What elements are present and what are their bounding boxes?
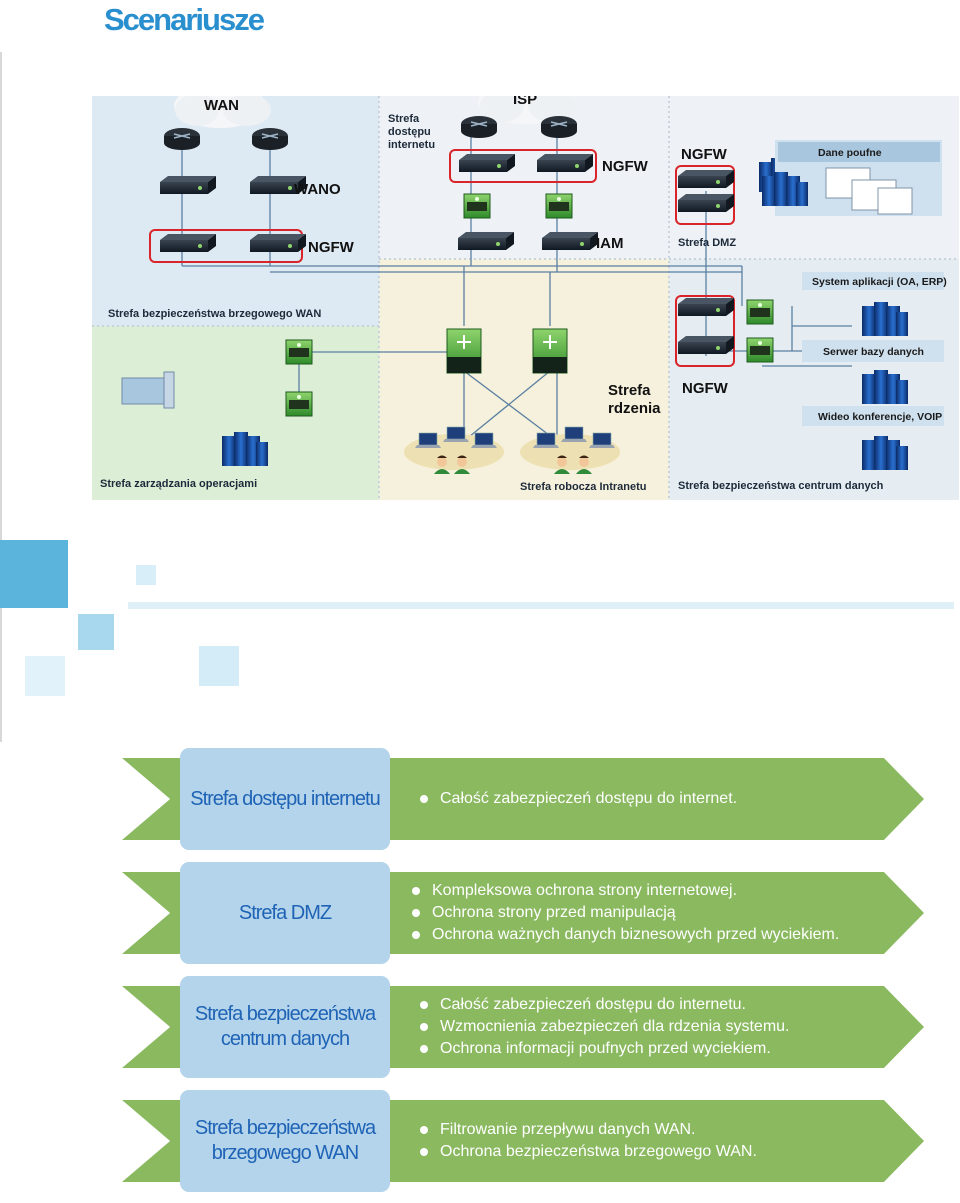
deco-square [25,656,65,696]
cloud-isp-label: ISP [513,96,537,108]
zone-dmz-label: Strefa DMZ [678,237,736,249]
row-bullets: Całość zabezpieczeń dostępu do internet. [418,758,898,840]
bullet-item: Filtrowanie przepływu danych WAN. [418,1119,898,1141]
wano-device-icon [160,176,216,194]
confidential-data-label: Dane poufne [818,147,882,159]
ngfw-wan-label: NGFW [308,239,355,256]
bullet-item: Ochrona bezpieczeństwa brzegowego WAN. [418,1141,898,1163]
zone-row-dmz: Strefa DMZ Kompleksowa ochrona strony in… [122,862,924,964]
zone-wan-edge-label: Strefa bezpieczeństwa brzegowego WAN [108,308,321,320]
iam-device-icon [542,232,598,250]
deco-square [199,646,239,686]
row-bullets: Filtrowanie przepływu danych WAN. Ochron… [418,1100,898,1182]
zone-intranet-label: Strefa robocza Intranetu [520,481,647,493]
firewall-icon [160,234,216,252]
zone-operations [92,326,379,500]
laptop-icon [532,432,560,449]
core-switch-icon [446,328,482,374]
zone-row-datacenter: Strefa bezpieczeństwa centrum danych Cał… [122,976,924,1078]
core-switch-icon [532,328,568,374]
page-title: Scenariusze [104,2,265,37]
iam-device-icon [458,232,514,250]
router-icon [460,115,498,139]
zone-datacenter-label: Strefa bezpieczeństwa centrum danych [678,480,884,492]
deco-square [136,565,156,585]
document-icon [877,187,913,215]
video-conf-label: Wideo konferencje, VOIP [818,411,942,423]
laptop-icon [470,432,498,449]
ngfw-datacenter-label: NGFW [682,380,729,397]
row-label: Strefa bezpieczeństwa centrum danych [180,976,390,1078]
router-icon [163,127,201,151]
firewall-icon [678,170,734,188]
switch-icon [285,339,313,365]
laptop-icon [560,426,588,443]
laptop-icon [414,432,442,449]
ngfw-highlight [449,149,597,183]
bullet-item: Wzmocnienia zabezpieczeń dla rdzenia sys… [418,1016,898,1038]
zone-row-wan-edge: Strefa bezpieczeństwa brzegowego WAN Fil… [122,1090,924,1192]
firewall-icon [678,298,734,316]
zone-core-label: Strefa rdzenia [608,382,661,417]
row-label: Strefa dostępu internetu [180,748,390,850]
tower-icon [163,371,175,409]
zone-operations-label: Strefa zarządzania operacjami [100,478,257,490]
bullet-item: Kompleksowa ochrona strony internetowej. [410,880,890,902]
network-diagram: WAN ISP WANO NGFW Strefa bezpieczeństwa … [92,96,959,500]
ngfw-internet-label: NGFW [602,158,649,175]
bullet-item: Ochrona ważnych danych biznesowych przed… [410,924,890,946]
wano-label: WANO [294,181,341,198]
bullet-item: Ochrona strony przed manipulacją [410,902,890,924]
row-label: Strefa bezpieczeństwa brzegowego WAN [180,1090,390,1192]
monitor-icon [121,377,167,405]
firewall-icon [537,154,593,172]
zone-wan-edge [92,96,379,326]
deco-square [78,614,114,650]
firewall-icon [459,154,515,172]
iam-label: IAM [596,235,624,252]
cloud-wan-label: WAN [204,97,239,114]
firewall-icon [250,234,306,252]
ngfw-dmz-label: NGFW [681,146,728,163]
row-bullets: Kompleksowa ochrona strony internetowej.… [410,872,890,954]
firewall-icon [678,336,734,354]
zone-row-internet-access: Strefa dostępu internetu Całość zabezpie… [122,748,924,850]
row-bullets: Całość zabezpieczeń dostępu do internetu… [418,986,898,1068]
switch-icon [545,193,573,219]
bullet-item: Całość zabezpieczeń dostępu do internetu… [418,994,898,1016]
switch-icon [285,391,313,417]
switch-icon [746,299,774,325]
bullet-item: Ochrona informacji poufnych przed wyciek… [418,1038,898,1060]
bullet-item: Całość zabezpieczeń dostępu do internet. [418,788,898,810]
switch-icon [746,337,774,363]
switch-icon [463,193,491,219]
db-server-label: Serwer bazy danych [823,346,924,358]
router-icon [251,127,289,151]
deco-square [0,540,68,608]
laptop-icon [588,432,616,449]
cloud-isp: ISP [478,96,576,124]
zone-internet-access-label: Strefa dostępu internetu [388,113,435,151]
left-divider [0,52,2,742]
deco-bar [128,602,954,609]
row-label: Strefa DMZ [180,862,390,964]
cloud-wan: WAN [174,96,271,128]
ngfw-highlight [675,295,735,367]
laptop-icon [442,426,470,443]
router-icon [540,115,578,139]
firewall-icon [678,194,734,212]
app-system-label: System aplikacji (OA, ERP) [812,276,947,288]
ngfw-highlight [675,165,735,225]
